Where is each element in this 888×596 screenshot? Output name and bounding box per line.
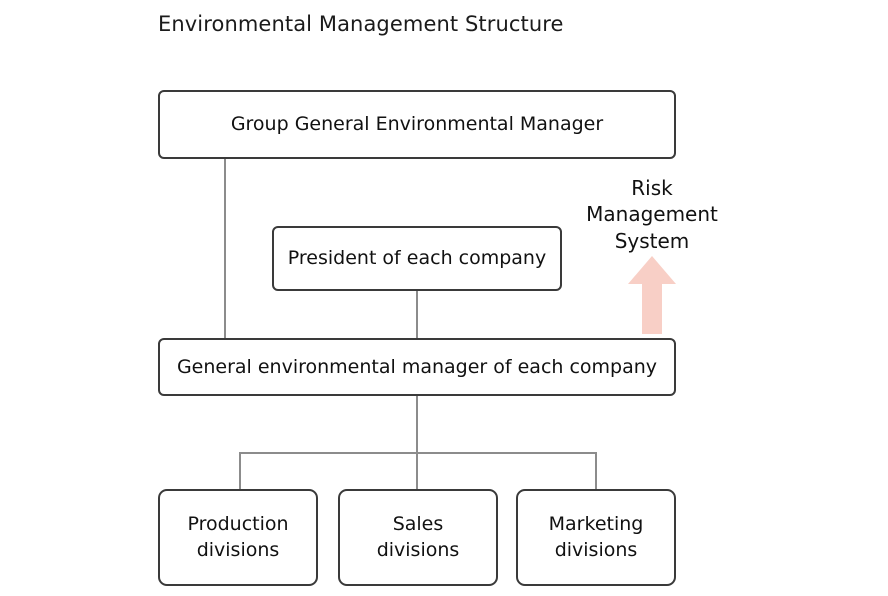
risk-management-system-label: Risk Management System — [572, 175, 732, 254]
node-president-of-each-company[interactable]: President of each company — [272, 226, 562, 291]
connector-bus-to-production — [239, 452, 241, 490]
connector-bus-to-marketing — [595, 452, 597, 490]
risk-label-line-2: Management — [586, 202, 718, 227]
connector-president-to-general-manager — [416, 291, 418, 339]
risk-label-line-3: System — [614, 228, 690, 253]
node-label: General environmental manager of each co… — [176, 355, 658, 378]
connector-top-to-general-manager — [224, 159, 226, 339]
node-general-environmental-manager[interactable]: General environmental manager of each co… — [158, 338, 676, 396]
node-label: President of each company — [287, 247, 547, 270]
connector-general-manager-to-bus — [416, 396, 418, 453]
page-title: Environmental Management Structure — [158, 12, 564, 36]
node-group-general-environmental-manager[interactable]: Group General Environmental Manager — [158, 90, 676, 159]
node-label: Group General Environmental Manager — [230, 113, 604, 136]
up-arrow-icon — [628, 256, 676, 334]
connector-bus-to-sales — [416, 452, 418, 490]
risk-label-line-1: Risk — [631, 176, 673, 200]
